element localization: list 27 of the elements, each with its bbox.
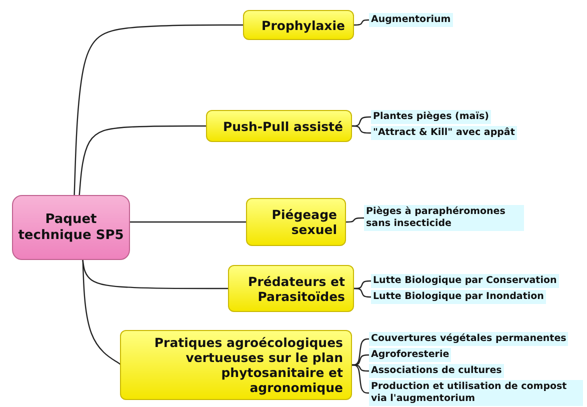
connector-line: [78, 125, 206, 196]
connector-line: [82, 260, 122, 366]
subtopic-label: "Attract & Kill" avec appât: [371, 126, 517, 140]
central-topic-box: Paquet technique SP5: [12, 195, 130, 260]
connector-line: [352, 364, 369, 394]
subtopic-label: Associations de cultures: [369, 364, 504, 378]
connector-line: [74, 24, 243, 196]
subtopic-label: Plantes pièges (maïs): [371, 110, 491, 124]
connector-line: [346, 217, 364, 223]
topic-box: Piégeage sexuel: [246, 198, 346, 246]
subtopic-label: Augmentorium: [369, 13, 453, 27]
connector-line: [130, 221, 246, 223]
subtopic-label: Lutte Biologique par Inondation: [371, 290, 546, 304]
subtopic-label: Agroforesterie: [369, 348, 452, 362]
topic-box: Pratiques agroécologiques vertueuses sur le plan phytosanitaire et agronomique: [120, 330, 352, 400]
connector-line: [354, 19, 369, 26]
connector-line: [352, 338, 369, 366]
topic-box: Prophylaxie: [243, 10, 354, 40]
connector-line: [82, 260, 228, 290]
topic-box: Prédateurs et Parasitoïdes: [228, 265, 354, 312]
connector-line: [352, 125, 371, 134]
connector-line: [354, 288, 371, 298]
subtopic-label: Pièges à paraphéromones sans insecticide: [364, 205, 524, 231]
subtopic-label: Lutte Biologique par Conservation: [371, 274, 559, 288]
subtopic-label: Couvertures végétales permanentes: [369, 332, 568, 346]
topic-box: Push-Pull assisté: [206, 110, 352, 142]
subtopic-label: Production et utilisation de compost via l'augmentorium: [369, 380, 583, 406]
